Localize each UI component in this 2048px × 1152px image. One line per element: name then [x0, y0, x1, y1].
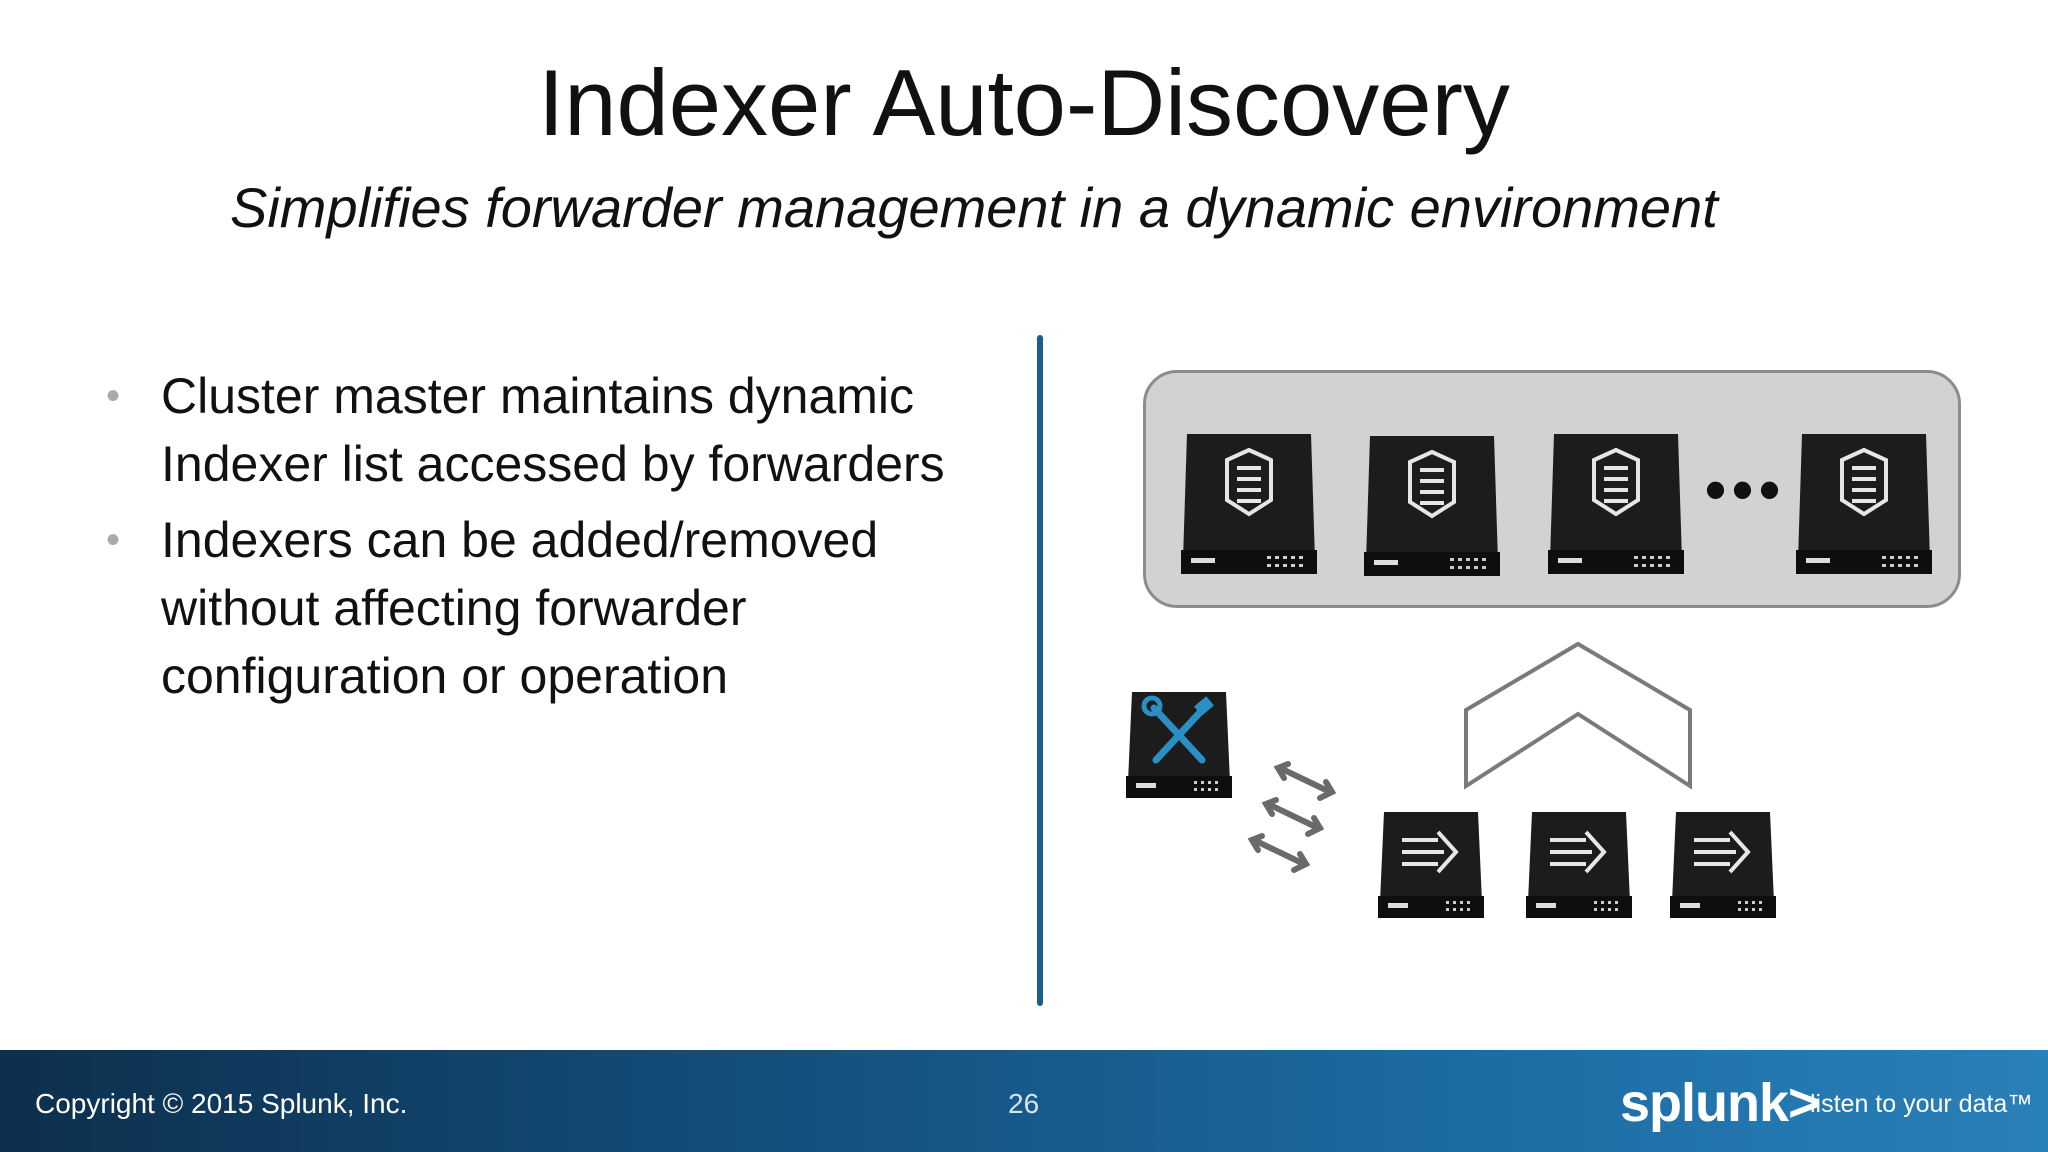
bullet-text: Indexers can be added/removed without af… — [161, 512, 879, 704]
cluster-master-icon — [1126, 692, 1232, 798]
bullet-dot-icon: • — [106, 518, 121, 562]
bullet-item: • Indexers can be added/removed without … — [100, 506, 1000, 710]
bullet-item: • Cluster master maintains dynamic Index… — [100, 362, 1000, 498]
indexer-server-icon — [1548, 434, 1684, 574]
footer-bar: Copyright © 2015 Splunk, Inc. 26 splunk>… — [0, 1050, 2048, 1152]
copyright-text: Copyright © 2015 Splunk, Inc. — [35, 1088, 408, 1119]
slide-subtitle: Simplifies forwarder management in a dyn… — [230, 176, 1718, 239]
forwarder-server-icon — [1378, 812, 1484, 918]
bullet-text: Cluster master maintains dynamic Indexer… — [161, 368, 945, 492]
forwarder-server-icon — [1526, 812, 1632, 918]
indexer-server-icon — [1796, 434, 1932, 574]
bullet-dot-icon: • — [106, 374, 121, 418]
vertical-divider — [1037, 335, 1043, 1006]
logo-tagline: listen to your data™ — [1810, 1090, 2033, 1118]
forwarder-server-icon — [1670, 812, 1776, 918]
bullet-list: • Cluster master maintains dynamic Index… — [100, 362, 1000, 718]
communication-arrows-icon — [1247, 761, 1337, 873]
indexer-server-icon — [1181, 434, 1317, 574]
more-indexers-ellipsis: ••• — [1705, 456, 1787, 523]
indexer-server-icon — [1364, 436, 1500, 576]
page-number: 26 — [1008, 1088, 1040, 1119]
slide-title: Indexer Auto-Discovery — [538, 50, 1510, 155]
upward-chevron-arrow-icon — [1464, 641, 1692, 790]
splunk-logo: splunk> — [1620, 1073, 1820, 1133]
